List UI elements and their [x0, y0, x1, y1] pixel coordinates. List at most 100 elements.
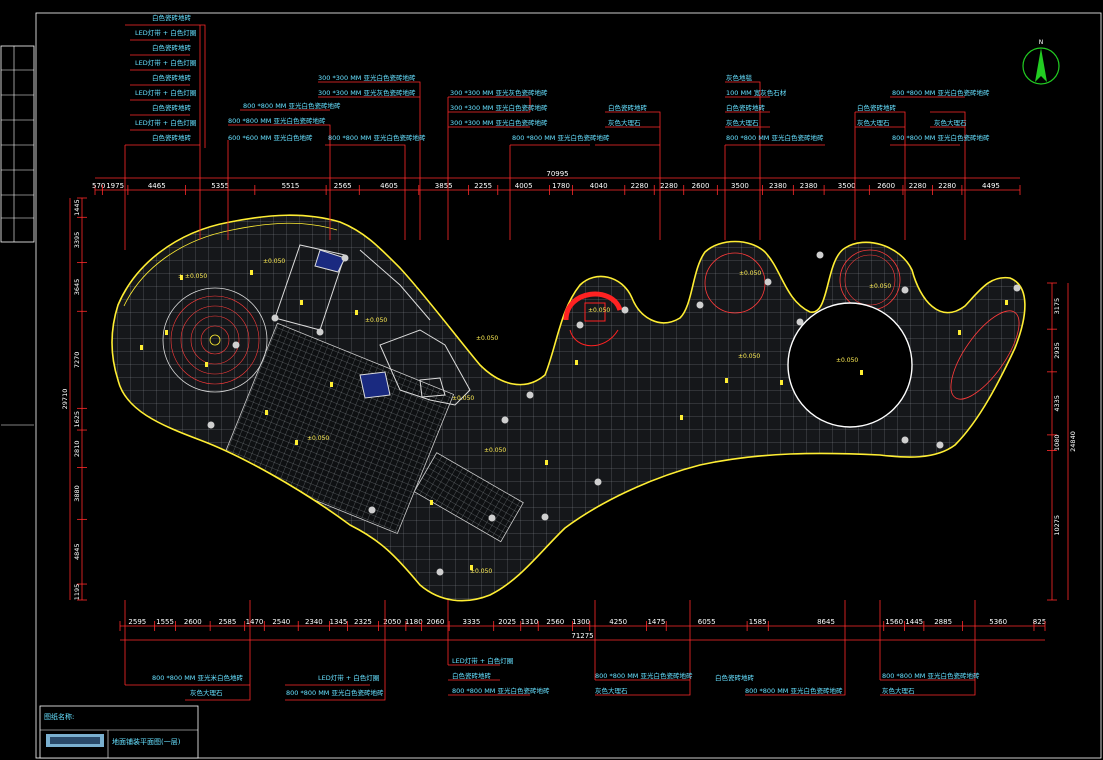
- top-dim-value: 2280: [909, 182, 927, 190]
- right-dim-value: 10275: [1053, 515, 1061, 536]
- bottom-dim-value: 1585: [749, 618, 767, 626]
- bottom-dim-value: 2025: [498, 618, 516, 626]
- level-marker: ±0.050: [588, 307, 610, 314]
- bottom-dim-value: 2340: [305, 618, 323, 626]
- callout-label: 300 *300 MM 亚光白色瓷砖地砖: [450, 118, 548, 127]
- callout-label: 800 *800 MM 亚光白色瓷砖地砖: [595, 671, 693, 680]
- callout-label: 灰色大理石: [608, 118, 641, 127]
- bottom-dim-value: 1555: [156, 618, 174, 626]
- right-dim-value: 3175: [1053, 298, 1061, 315]
- top-dim-value: 2280: [631, 182, 649, 190]
- top-dim-value: 2600: [692, 182, 710, 190]
- callout-label: 800 *800 MM 亚光白色瓷砖地砖: [328, 133, 426, 142]
- callout-label: 600 *600 MM 亚光白色地砖: [228, 133, 313, 142]
- bottom-dim-value: 2050: [383, 618, 401, 626]
- level-marker: ±0.050: [476, 335, 498, 342]
- top-dim-value: 3500: [731, 182, 749, 190]
- callout-label: 灰色大理石: [726, 118, 759, 127]
- bottom-dim-value: 825: [1033, 618, 1046, 626]
- callout-label: 800 *800 MM 亚光白色瓷砖地砖: [882, 671, 980, 680]
- bottom-dim-value: 8645: [817, 618, 835, 626]
- callout-label: 白色瓷砖地砖: [857, 103, 897, 112]
- bottom-dim-value: 3335: [463, 618, 481, 626]
- bottom-dim-value: 2595: [128, 618, 146, 626]
- callout-label: 100 MM 宽灰色石材: [726, 88, 787, 97]
- bottom-dim-value: 4250: [609, 618, 627, 626]
- sheet-frame: [0, 12, 1102, 759]
- level-marker: ±0.050: [365, 317, 387, 324]
- right-dim-overall: 24840: [1069, 431, 1077, 452]
- north-arrow-icon: N: [1022, 39, 1060, 85]
- callout-label: 800 *800 MM 亚光白色瓷砖地砖: [452, 686, 550, 695]
- callout-leaders: [124, 24, 976, 701]
- left-dim-value: 1625: [73, 411, 81, 428]
- callout-label: 800 *800 MM 亚光白色瓷砖地砖: [228, 116, 326, 125]
- callout-label: 灰色大理石: [934, 118, 967, 127]
- callout-label: 白色瓷砖地砖: [715, 673, 755, 682]
- bottom-dim-value: 1180: [405, 618, 423, 626]
- left-dim-value: 2810: [73, 441, 81, 458]
- left-dim-value: 3395: [73, 232, 81, 249]
- top-dim-value: 3855: [435, 182, 453, 190]
- callout-label: LED灯带 + 白色灯圈: [135, 28, 196, 37]
- level-marker: ±0.050: [452, 395, 474, 402]
- callout-label: 800 *800 MM 亚光米白色地砖: [152, 673, 243, 682]
- bottom-dim-overall: 71275: [571, 632, 593, 640]
- bottom-dim-value: 1345: [330, 618, 348, 626]
- callout-label: 灰色大理石: [857, 118, 890, 127]
- top-dim-value: 4495: [982, 182, 1000, 190]
- callout-label: 800 *800 MM 亚光白色瓷砖地砖: [512, 133, 610, 142]
- right-dim-value: 1080: [1053, 434, 1061, 451]
- top-dim-value: 3500: [838, 182, 856, 190]
- level-marker: ±0.050: [836, 357, 858, 364]
- callout-label: 灰色大理石: [190, 688, 223, 697]
- top-dim-value: 2380: [800, 182, 818, 190]
- callout-label: LED灯带 + 白色灯圈: [135, 58, 196, 67]
- callout-label: LED灯带 + 白色灯圈: [135, 118, 196, 127]
- callout-label: 300 *300 MM 亚光灰色瓷砖地砖: [318, 88, 416, 97]
- level-marker: ±0.050: [739, 270, 761, 277]
- callouts-bottom: 800 *800 MM 亚光米白色地砖 灰色大理石 LED灯带 + 白色灯圈 8…: [152, 656, 980, 697]
- level-marker: ±0.050: [307, 435, 329, 442]
- bottom-dim-value: 6055: [698, 618, 716, 626]
- callout-label: LED灯带 + 白色灯圈: [318, 673, 379, 682]
- level-marker: ± ±0.050: [178, 273, 207, 280]
- left-dim-value: 4845: [73, 543, 81, 560]
- bottom-dim-value: 2585: [218, 618, 236, 626]
- top-dim-value: 2280: [660, 182, 678, 190]
- red-arc-feature: [563, 291, 623, 347]
- top-dim-value: 5355: [211, 182, 229, 190]
- left-dim-value: 3645: [73, 279, 81, 296]
- top-dim-value: 4005: [515, 182, 533, 190]
- title-block: 图纸名称: 地面铺装平面图(一层): [39, 705, 199, 759]
- level-marker: ±0.050: [470, 568, 492, 575]
- top-dim-value: 2600: [877, 182, 895, 190]
- top-dim-value: 2255: [474, 182, 492, 190]
- north-label: N: [1039, 39, 1044, 46]
- callout-label: 300 *300 MM 亚光灰色瓷砖地砖: [450, 88, 548, 97]
- callout-label: 300 *300 MM 亚光白色瓷砖地砖: [450, 103, 548, 112]
- top-dim-value: 2280: [938, 182, 956, 190]
- top-dim-value: 2380: [769, 182, 787, 190]
- callout-label: 灰色大理石: [882, 686, 915, 695]
- top-dim-value: 570: [92, 182, 105, 190]
- light-fixtures: [140, 270, 1008, 570]
- callout-label: 白色瓷砖地砖: [608, 103, 648, 112]
- callout-label: LED灯带 + 白色灯圈: [452, 656, 513, 665]
- level-marker: ±0.050: [869, 283, 891, 290]
- top-dim-value: 1780: [552, 182, 570, 190]
- callout-label: 白色瓷砖地砖: [152, 73, 192, 82]
- left-dim-value: 1445: [73, 199, 81, 216]
- bottom-dim-value: 2060: [426, 618, 444, 626]
- top-dim-overall: 70995: [546, 170, 568, 178]
- callout-label: 灰色地毯: [726, 73, 753, 82]
- left-dim-overall: 29710: [61, 389, 69, 410]
- callout-label: 白色瓷砖地砖: [152, 103, 192, 112]
- callout-label: 800 *800 MM 亚光白色瓷砖地砖: [726, 133, 824, 142]
- title-block-header: 图纸名称:: [44, 712, 74, 721]
- level-marker: ±0.050: [738, 353, 760, 360]
- callout-label: 灰色大理石: [595, 686, 628, 695]
- callout-label: 300 *300 MM 亚光白色瓷砖地砖: [318, 73, 416, 82]
